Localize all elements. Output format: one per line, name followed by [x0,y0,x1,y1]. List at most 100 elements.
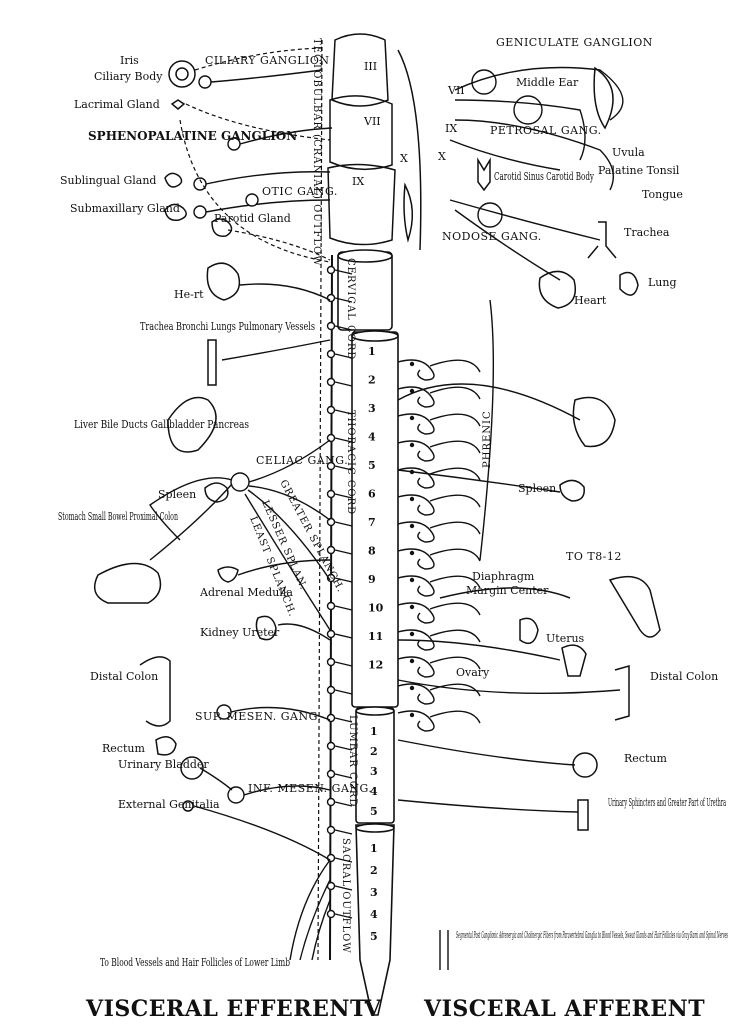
afferent-fiber [429,710,481,724]
petrosal-gang-label: PETROSAL GANG. [490,124,602,137]
chain-ganglion [326,741,336,751]
distal-colon-left-icon [139,656,171,727]
thoracic-segment-number: 9 [368,573,376,586]
rectum-left-icon [155,736,177,756]
ramus [334,325,353,331]
ramus [334,465,353,471]
kidney-icon [255,615,277,641]
thoracic-segment-number: 7 [368,516,376,529]
afferent-fiber [429,386,481,400]
ovary-icon [519,617,539,645]
cn-x-right: X [438,150,446,163]
afferent-fiber [429,575,481,589]
ramus [334,381,353,387]
parotid-gland-icon [211,218,233,237]
cn-ix-right: IX [445,122,457,135]
nodose-ganglion-node [477,202,503,228]
thoracic-segment-number: 6 [368,488,376,501]
sacral-segment-number: 1 [370,842,378,855]
spleen-left-icon [204,482,229,503]
celiac-gang-label: CELIAC GANG. [256,454,348,467]
footer: VISCERAL EFFERENT V VISCERAL AFFERENT [85,996,705,1022]
dorsal-root-ganglion [409,631,415,637]
kidney-ureter-label: Kidney Ureter [200,626,280,639]
cn-iii-left: III [364,60,377,73]
stomach-icon [93,562,162,604]
afferent-fiber [429,548,481,562]
thoracic-segment-number: 11 [368,630,383,643]
chain-ganglion [326,769,336,779]
sublingual-label: Sublingual Gland [60,174,156,187]
afferent-loop [397,521,435,543]
afferent-head-structures [449,66,639,309]
afferent-fiber [429,602,481,616]
afferent-loop [397,386,435,408]
cn-vii-right: VII [447,84,465,97]
ramus [334,549,353,555]
adrenal-medulla-label: Adrenal Medulla [199,586,293,599]
sacral-cord-segment [355,824,395,1016]
ciliary-ganglion-label: CILIARY GANGLION [205,54,330,67]
chain-ganglion [326,349,336,359]
celiac-ganglion-node [230,472,250,492]
afferent-loop [397,656,435,678]
afferent-loop [397,494,435,516]
brainstem-right-edge [397,49,422,251]
to-t8-12-label: TO T8-12 [566,550,622,563]
afferent-fiber [429,521,481,535]
ciliary-body-label: Ciliary Body [94,70,163,83]
dorsal-root-ganglion [409,496,415,502]
ramus [334,829,353,835]
genitalia-icon [182,800,194,812]
afferent-labels: GENICULATE GANGLION Middle Ear PETROSAL … [442,36,728,941]
medulla-section [327,163,396,246]
sphenopalatine-label: SPHENOPALATINE GANGLION [88,129,297,143]
distal-colon-right-icon [614,665,630,721]
afferent-loop [397,413,435,435]
ramus [334,857,353,863]
afferent-loop [397,602,435,624]
ramus [334,717,353,723]
parotid-label: Parotid Gland [214,212,291,225]
afferent-body-structures [397,299,661,970]
distal-colon-right-label: Distal Colon [650,670,718,683]
geniculate-ganglion-node [471,69,497,95]
efferent-head-structures [164,47,333,263]
pons-section [329,95,393,171]
cervical-cord-top [337,249,393,263]
ramus [334,493,353,499]
middle-ear-icon [593,66,614,130]
lumbar-segment-number: 5 [370,805,378,818]
chain-ganglion [326,377,336,387]
afferent-fiber [429,494,481,508]
trachea-right-icon [587,221,617,259]
dorsal-root-ganglion [409,415,415,421]
afferent-loop [397,683,435,705]
submaxillary-gland-icon [164,203,187,222]
ramus [334,353,353,359]
chain-ganglion [326,853,336,863]
ramus [334,633,353,639]
afferent-loop [397,575,435,597]
efferent-labels: Iris Ciliary Body CILIARY GANGLION Lacri… [58,54,372,969]
heart-right-icon [538,270,576,309]
afferent-fiber [429,629,481,643]
rectum-left-label: Rectum [102,742,145,755]
cn-vii-left: VII [363,115,381,128]
dorsal-root-ganglion [409,442,415,448]
chain-ganglion [326,293,336,303]
afferent-fibers [397,359,481,732]
uterus-icon [561,644,587,677]
diaphragm-icon [439,587,571,599]
thoracic-cord-label: THORACIC CORD [345,410,356,515]
ramus [334,745,353,751]
uvula-label: Uvula [612,146,645,159]
visceral-afferent-title: VISCERAL AFFERENT [423,996,705,1022]
heart-right-label: Heart [574,294,607,307]
spleen-right-label: Spleen [518,482,556,495]
dorsal-root-ganglion [409,361,415,367]
cervical-cord-label: CERVICAL CORD [345,258,356,360]
